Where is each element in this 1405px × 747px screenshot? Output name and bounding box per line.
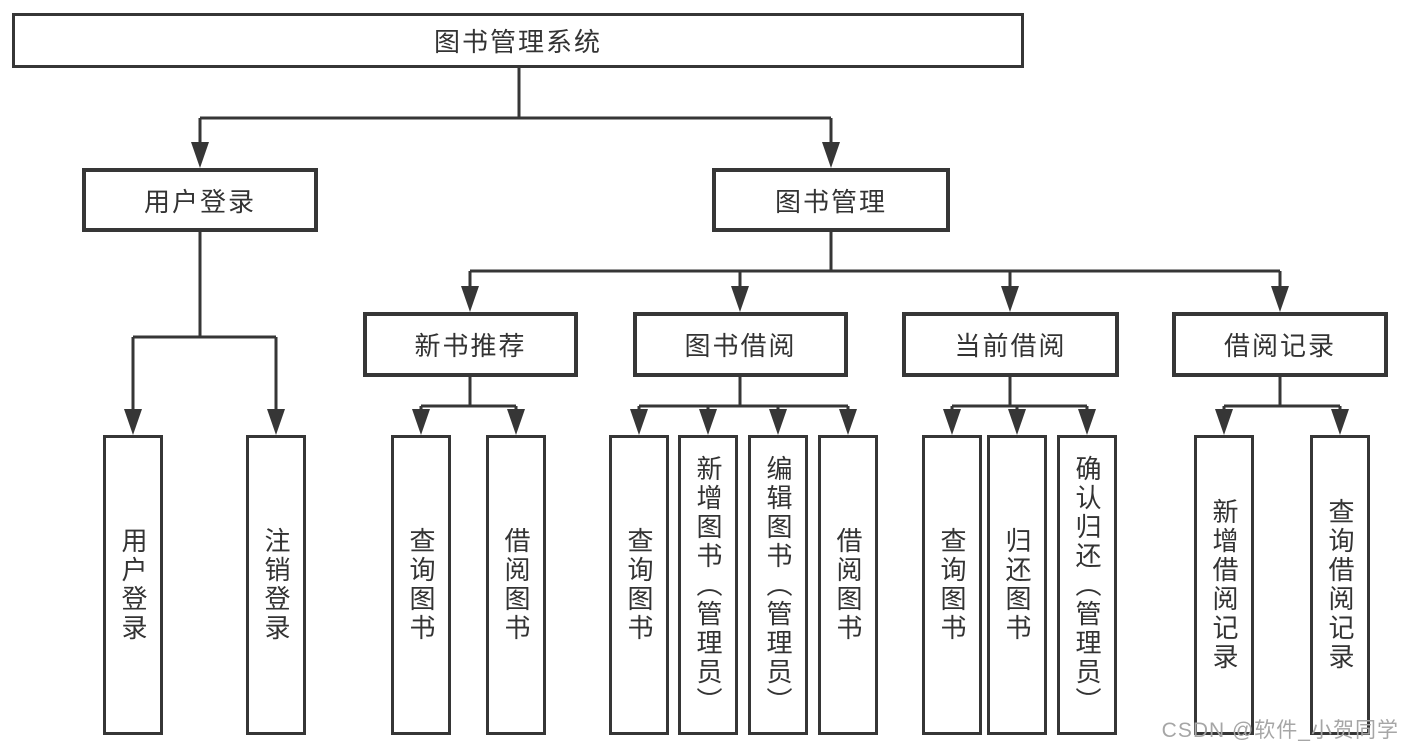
leaf-query-books-current-label: 查询图书 xyxy=(937,527,967,643)
node-user-login: 用户登录 xyxy=(82,168,318,232)
leaf-add-borrow-record-label: 新增借阅记录 xyxy=(1209,498,1239,672)
node-borrow-records-label: 借阅记录 xyxy=(1223,331,1336,361)
leaf-return-book: 归还图书 xyxy=(987,435,1047,735)
node-new-book-recommend-label: 新书推荐 xyxy=(414,331,527,361)
leaf-borrow-books-recommend: 借阅图书 xyxy=(486,435,546,735)
node-current-borrow: 当前借阅 xyxy=(902,312,1119,377)
node-new-book-recommend: 新书推荐 xyxy=(363,312,578,377)
node-root: 图书管理系统 xyxy=(12,13,1024,68)
watermark: CSDN @软件_小贺同学 xyxy=(1161,719,1399,742)
leaf-logout-label: 注销登录 xyxy=(261,527,291,643)
node-book-borrow: 图书借阅 xyxy=(633,312,848,377)
leaf-return-book-label: 归还图书 xyxy=(1002,527,1032,643)
leaf-user-login: 用户登录 xyxy=(103,435,163,735)
node-book-borrow-label: 图书借阅 xyxy=(684,331,797,361)
node-user-login-label: 用户登录 xyxy=(143,186,256,217)
leaf-add-book-admin-label: 新增图书（管理员） xyxy=(693,454,723,716)
leaf-query-borrow-record: 查询借阅记录 xyxy=(1310,435,1370,735)
arrowheads xyxy=(124,142,1349,435)
leaf-logout: 注销登录 xyxy=(246,435,306,735)
node-book-management-label: 图书管理 xyxy=(774,186,887,217)
leaf-add-book-admin: 新增图书（管理员） xyxy=(678,435,738,735)
leaf-query-books-recommend: 查询图书 xyxy=(391,435,451,735)
leaf-confirm-return-admin-label: 确认归还（管理员） xyxy=(1072,454,1102,716)
leaf-borrow-books-recommend-label: 借阅图书 xyxy=(501,527,531,643)
node-current-borrow-label: 当前借阅 xyxy=(954,331,1067,361)
leaf-query-books-borrow-label: 查询图书 xyxy=(624,527,654,643)
leaf-confirm-return-admin: 确认归还（管理员） xyxy=(1057,435,1117,735)
leaf-borrow-books-borrow-label: 借阅图书 xyxy=(833,527,863,643)
leaf-user-login-label: 用户登录 xyxy=(118,527,148,643)
node-book-management: 图书管理 xyxy=(712,168,950,232)
node-root-label: 图书管理系统 xyxy=(433,27,602,57)
leaf-edit-book-admin: 编辑图书（管理员） xyxy=(748,435,808,735)
leaf-query-books-current: 查询图书 xyxy=(922,435,982,735)
leaf-query-borrow-record-label: 查询借阅记录 xyxy=(1325,498,1355,672)
leaf-borrow-books-borrow: 借阅图书 xyxy=(818,435,878,735)
node-borrow-records: 借阅记录 xyxy=(1172,312,1388,377)
leaf-query-books-borrow: 查询图书 xyxy=(609,435,669,735)
leaf-query-books-recommend-label: 查询图书 xyxy=(406,527,436,643)
leaf-add-borrow-record: 新增借阅记录 xyxy=(1194,435,1254,735)
leaf-edit-book-admin-label: 编辑图书（管理员） xyxy=(763,454,793,716)
